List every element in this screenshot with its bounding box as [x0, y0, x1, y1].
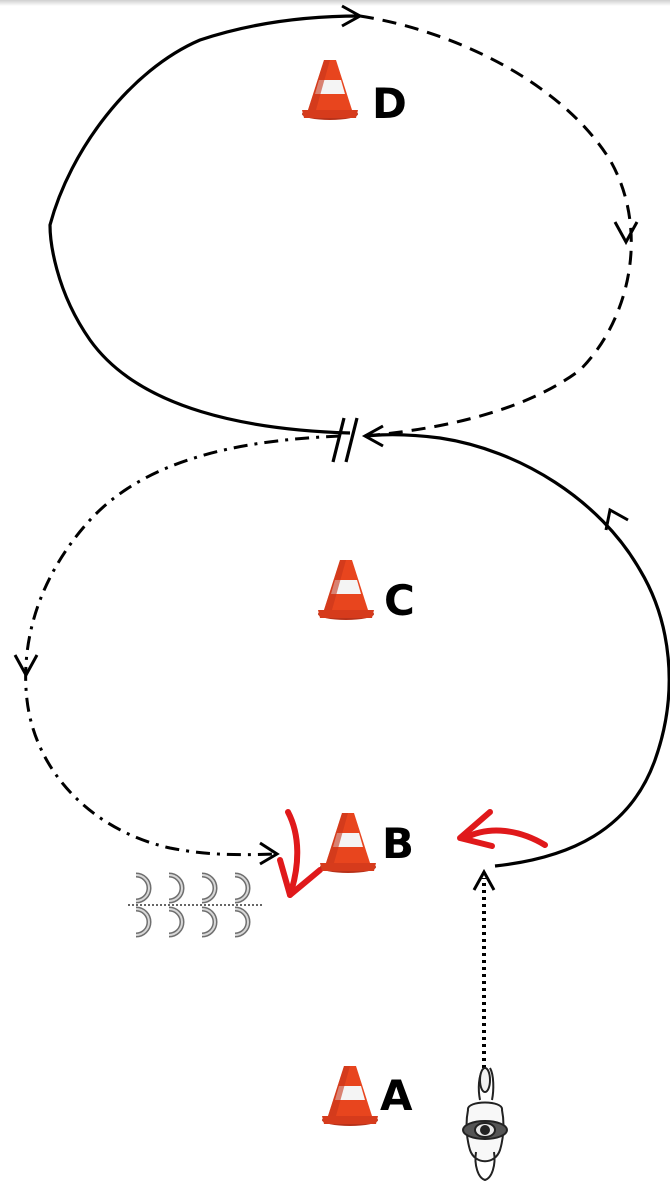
arrowhead-left-down: [13, 654, 39, 679]
traffic-cone-icon: [320, 813, 376, 873]
cone-label-c: C: [384, 576, 415, 625]
arrowhead-to-b: [259, 841, 280, 866]
cone-b: [320, 813, 376, 873]
red-curved-arrow-icon: [277, 809, 323, 898]
crossing-mark-icon: [331, 417, 359, 463]
arrowhead-right-down: [613, 221, 639, 246]
cone-c: [318, 560, 374, 620]
cone-a: [322, 1066, 378, 1126]
cone-label-b: B: [382, 819, 414, 868]
path-solid-lower-right: [364, 433, 670, 868]
arrowhead-right-up: [604, 507, 629, 531]
horseshoe-rings-icon: [128, 875, 262, 935]
arrowhead-approach: [472, 868, 496, 891]
traffic-cone-icon: [302, 60, 358, 120]
traffic-cone-icon: [322, 1066, 378, 1126]
window-top-edge: [0, 0, 670, 6]
red-curved-arrow-icon: [457, 809, 548, 849]
traffic-cone-icon: [318, 560, 374, 620]
horse-and-rider-icon: [462, 1067, 508, 1182]
cone-d: [302, 60, 358, 120]
path-dashdot-lower-left: [24, 434, 341, 857]
cone-label-d: D: [372, 79, 407, 128]
path-solid-upper-loop: [48, 14, 361, 435]
cone-label-a: A: [380, 1071, 413, 1120]
path-dashed-upper-right: [359, 14, 633, 438]
